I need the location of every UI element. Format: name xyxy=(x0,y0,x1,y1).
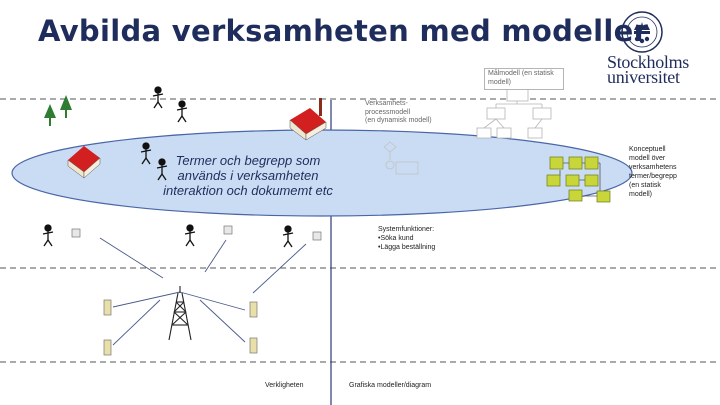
reality-label: Verkligheten xyxy=(265,382,304,389)
malmodell-annotation: Målmodell (en statisk modell) xyxy=(484,68,564,90)
logo-line-1: Stockholms xyxy=(607,52,690,72)
koncept-line-3: verksamhetens xyxy=(629,164,677,171)
conceptual-model-annotation: Konceptuell modell över verksamhetens te… xyxy=(629,145,709,199)
system-line-1: Systemfunktioner: xyxy=(378,226,435,233)
koncept-line-2: modell över xyxy=(629,155,666,162)
malmodell-line-1: Målmodell (en statisk xyxy=(488,70,554,77)
system-line-2: •Söka kund xyxy=(378,235,414,242)
malmodell-line-2: modell) xyxy=(488,78,511,86)
koncept-line-1: Konceptuell xyxy=(629,146,666,153)
koncept-line-6: modell) xyxy=(629,191,652,198)
process-line-3: (en dynamisk modell) xyxy=(365,117,432,124)
system-functions-annotation: Systemfunktioner: •Söka kund •Lägga best… xyxy=(378,225,478,252)
process-line-1: Verksamhets- xyxy=(365,100,408,107)
ellipse-label: Termer och begrepp som används i verksam… xyxy=(148,153,348,198)
ellipse-label-line-3: interaktion och dokumemt etc xyxy=(163,183,333,198)
university-logo-text: Stockholms universitet xyxy=(607,52,702,87)
koncept-line-5: (en statisk xyxy=(629,182,661,189)
crown-seal-icon xyxy=(620,10,664,54)
tree-icon xyxy=(44,95,72,126)
system-line-3: •Lägga beställning xyxy=(378,244,436,251)
process-model-annotation: Verksamhets- processmodell (en dynamisk … xyxy=(365,100,445,126)
ellipse-label-line-1: Termer och begrepp som xyxy=(175,153,321,168)
logo-line-2: universitet xyxy=(607,67,680,87)
ellipse-label-line-2: används i verksamheten xyxy=(177,168,319,183)
koncept-line-4: termer/begrepp xyxy=(629,173,677,180)
models-label: Grafiska modeller/diagram xyxy=(349,382,432,389)
slide-title: Avbilda verksamheten med modeller xyxy=(38,14,649,48)
process-line-2: processmodell xyxy=(365,108,411,116)
